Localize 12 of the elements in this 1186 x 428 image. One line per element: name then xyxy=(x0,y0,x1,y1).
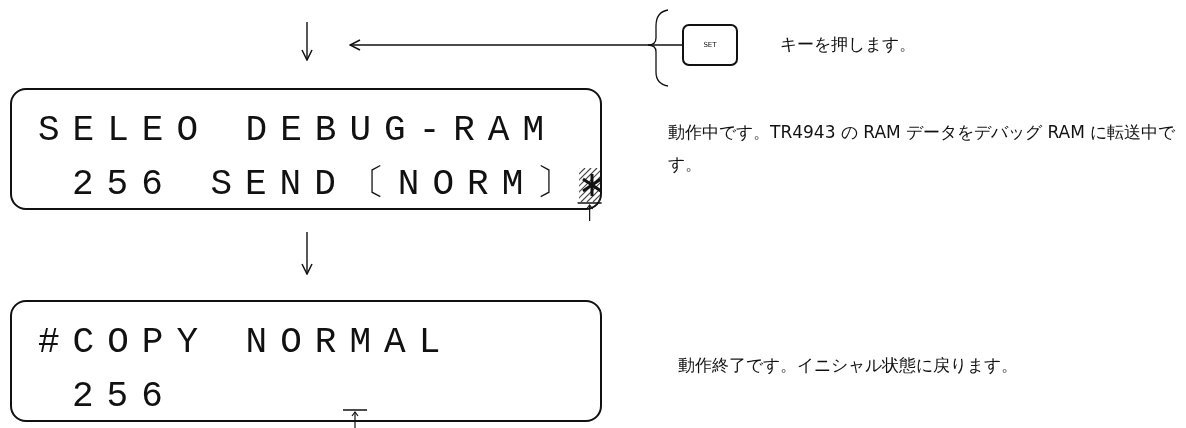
arrow xyxy=(301,231,313,275)
lcd-display xyxy=(10,88,602,210)
display-text: SELEO DEBUG-RAM xyxy=(38,109,558,153)
description-text: 動作終了です。イニシャル状態に戻ります。 xyxy=(678,354,1019,377)
display-text: #COPY NORMAL xyxy=(38,321,454,365)
lcd-display xyxy=(10,300,602,422)
arrow xyxy=(301,21,313,61)
arrow xyxy=(349,39,683,51)
display-text: 256 SEND〔NORM〕 xyxy=(72,163,586,207)
description-text: キーを押します。 xyxy=(780,33,917,56)
description-text: 動作中です。TR4943 の RAM データをデバッグ RAM に転送中です。 xyxy=(668,121,1177,176)
display-text: 256 xyxy=(72,375,176,419)
